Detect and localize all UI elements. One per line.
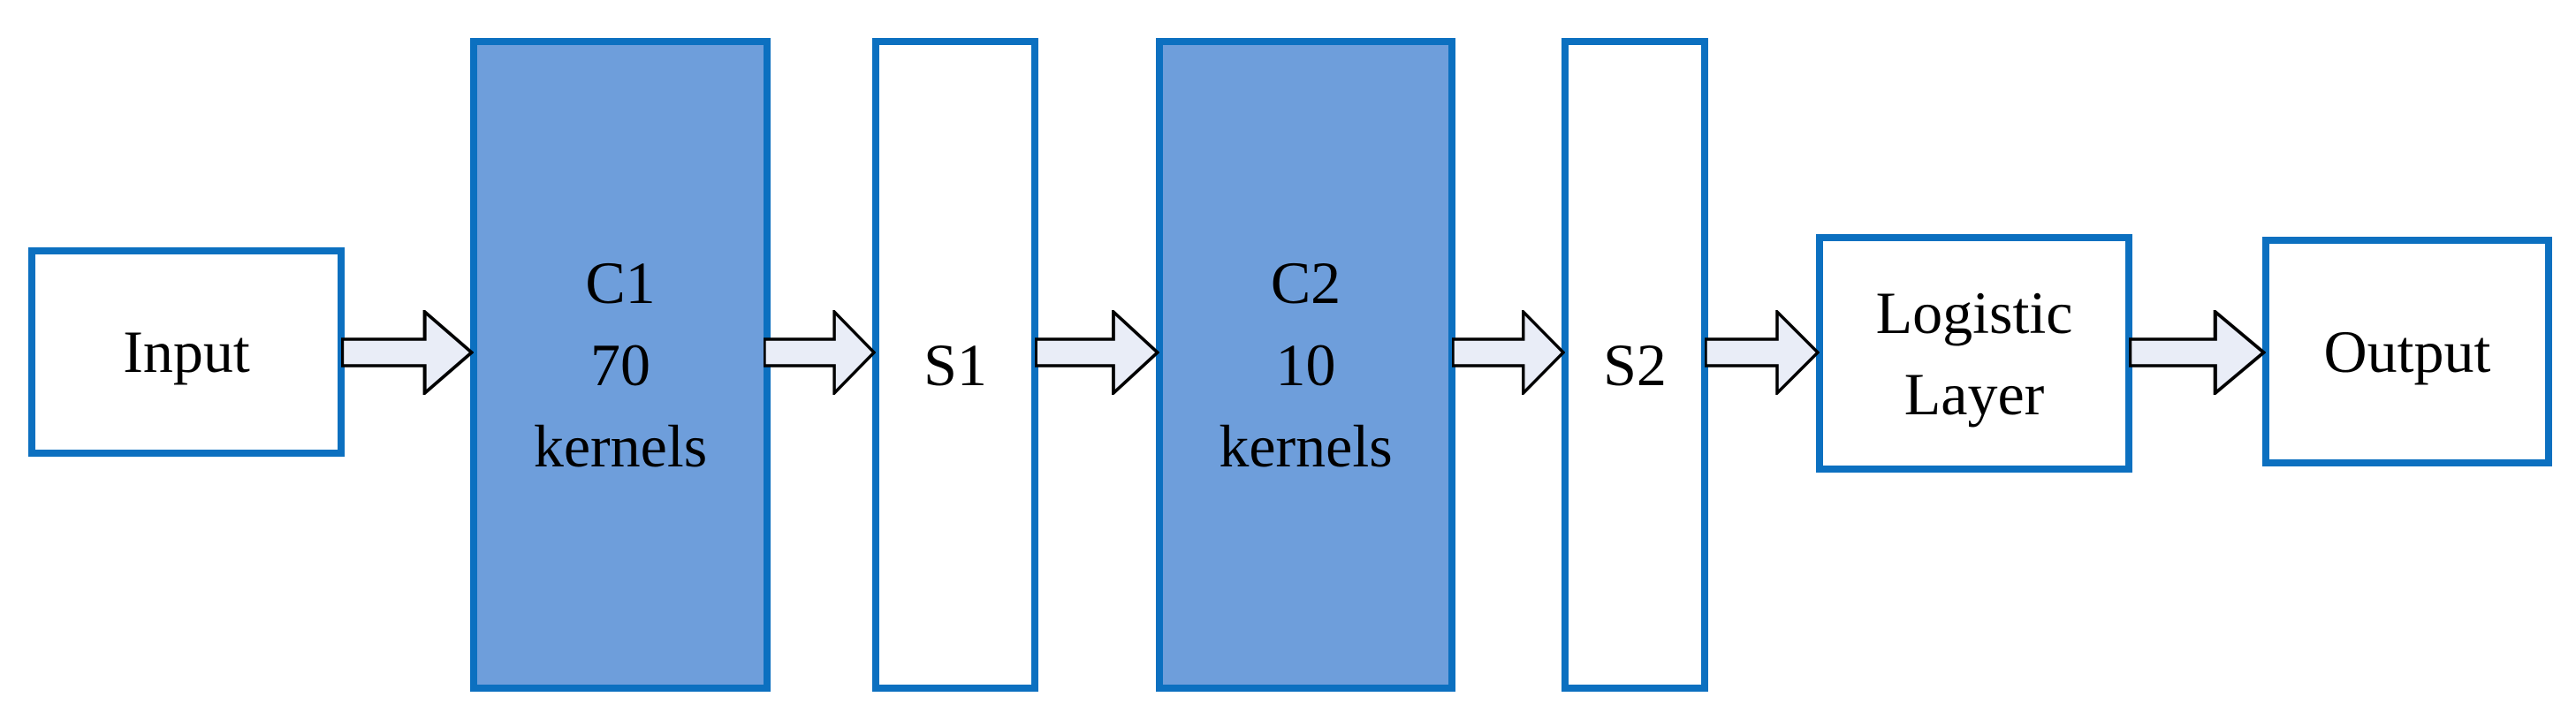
node-c2: C2 10 kernels xyxy=(1156,38,1455,692)
flow-arrow-c1-s1 xyxy=(764,310,876,395)
right-block-arrow-icon xyxy=(1452,310,1565,395)
right-block-arrow-icon xyxy=(1705,310,1820,395)
node-logistic-layer: Logistic Layer xyxy=(1816,234,2132,473)
node-output: Output xyxy=(2262,237,2552,466)
node-input: Input xyxy=(28,247,345,457)
flow-arrow-s2-logistic xyxy=(1705,310,1820,395)
node-label-line: S1 xyxy=(923,330,987,398)
right-block-arrow-icon xyxy=(764,310,876,395)
node-label-line: C2 xyxy=(1270,249,1341,317)
node-s1: S1 xyxy=(872,38,1038,692)
node-c1-label: C1 70 kernels xyxy=(534,242,707,487)
node-c2-label: C2 10 kernels xyxy=(1219,242,1392,487)
flow-arrow-input-c1 xyxy=(341,310,474,395)
node-label-line: 10 xyxy=(1275,330,1336,398)
node-s2-label: S2 xyxy=(1603,324,1667,405)
node-label-line: 70 xyxy=(590,330,650,398)
flow-arrow-logistic-output xyxy=(2129,310,2266,395)
right-block-arrow-icon xyxy=(1035,310,1159,395)
node-label-line: Layer xyxy=(1904,360,2045,428)
right-block-arrow-icon xyxy=(341,310,474,395)
flow-arrow-s1-c2 xyxy=(1035,310,1159,395)
node-label-line: kernels xyxy=(533,413,708,481)
node-logistic-layer-label: Logistic Layer xyxy=(1876,272,2073,436)
node-s2: S2 xyxy=(1562,38,1708,692)
node-label-line: C1 xyxy=(585,249,656,317)
node-c1: C1 70 kernels xyxy=(470,38,771,692)
node-label-line: Output xyxy=(2323,317,2491,385)
node-s1-label: S1 xyxy=(923,324,987,405)
right-block-arrow-icon xyxy=(2129,310,2266,395)
node-input-label: Input xyxy=(123,311,250,392)
node-label-line: kernels xyxy=(1219,413,1393,481)
node-output-label: Output xyxy=(2324,311,2491,392)
flow-arrow-c2-s2 xyxy=(1452,310,1565,395)
node-label-line: Logistic xyxy=(1875,278,2073,346)
node-label-line: Input xyxy=(123,318,250,386)
node-label-line: S2 xyxy=(1603,330,1667,398)
